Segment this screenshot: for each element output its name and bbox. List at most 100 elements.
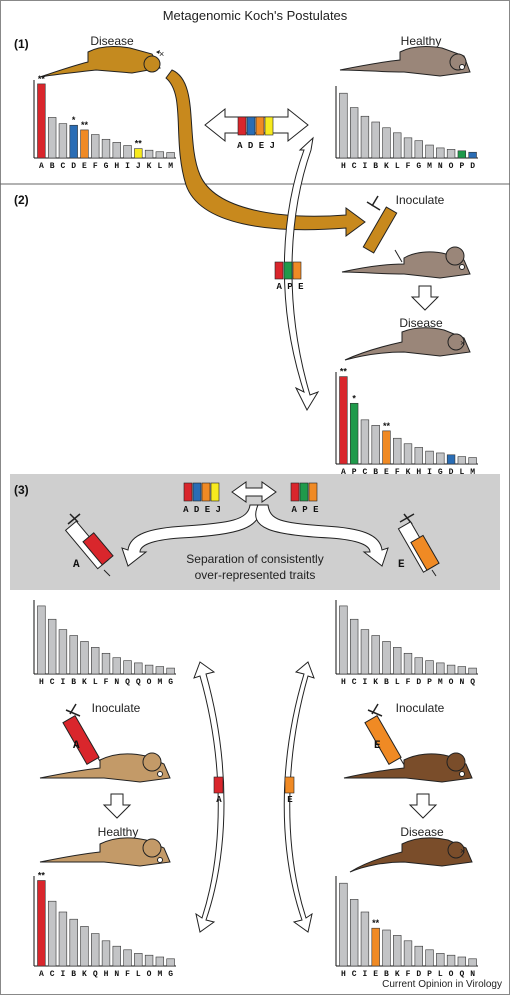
hist-bar: [58, 629, 68, 675]
hist-bar: [123, 949, 132, 967]
hist-bar: [47, 618, 57, 675]
hist-bar: [47, 117, 57, 159]
hist-bar: [425, 660, 434, 675]
hist-bar-label: B: [373, 468, 378, 477]
hist-bar: [69, 635, 78, 675]
hist-bar-label: G: [168, 678, 173, 687]
hist-bar-label: O: [449, 678, 454, 687]
syringe-a-left-label: A: [73, 740, 80, 752]
hist-bar-label: N: [459, 678, 464, 687]
hist-bar-label: F: [125, 970, 130, 979]
hist-bar: [360, 419, 370, 465]
significance-mark: **: [38, 74, 46, 84]
hist-bar-label: A: [39, 162, 44, 171]
syringe-a-left: [62, 703, 105, 769]
hist-bar: [58, 123, 68, 159]
hist-bar: [112, 142, 121, 159]
trait-chip-s2: [274, 261, 302, 280]
hist-bar-label: D: [416, 678, 421, 687]
hist-bar-label: P: [459, 162, 464, 171]
trait-chip-cell: [290, 482, 300, 502]
hist-bar: [155, 956, 165, 967]
hist-bar: [339, 882, 348, 967]
hist-bar: [393, 132, 402, 159]
hist-bar: [80, 641, 89, 675]
hist-bar-label: I: [125, 162, 130, 171]
hist-bar-label: H: [341, 162, 346, 171]
hist-bar: [91, 134, 100, 159]
hist-bar-label: G: [438, 468, 443, 477]
hist-bar-label: N: [470, 970, 475, 979]
hist-bar-label: O: [449, 970, 454, 979]
significance-mark: **: [340, 367, 348, 377]
trait-chip-cell: [237, 116, 247, 136]
hist-bar-label: E: [82, 162, 87, 171]
hist-bar: [166, 152, 175, 159]
significance-mark: **: [135, 139, 143, 149]
hist-bar: [112, 945, 121, 967]
hist-bar: [371, 927, 380, 967]
comparison-arrow-left: [193, 661, 225, 933]
trait-chip-s1: [237, 116, 274, 136]
down-arrow-left: [102, 793, 132, 819]
hist-bar-label: M: [427, 162, 432, 171]
hist-bar-label: C: [50, 970, 55, 979]
chip-a-letter: A: [216, 795, 222, 805]
mouse-inoculated-s2: [341, 246, 471, 279]
s1-disease-caption: Disease: [90, 34, 134, 48]
hist-bar-label: I: [427, 468, 432, 477]
trait-chip-cell: [183, 482, 193, 502]
hist-bar: [403, 443, 413, 465]
trait-chip-cell: [201, 482, 211, 502]
hist-bar: [393, 437, 402, 465]
hist-bar-label: E: [384, 468, 389, 477]
svg-text:×: ×: [460, 846, 465, 856]
separation-note-line1: Separation of consistently: [186, 552, 323, 566]
hist-bar-label: C: [363, 468, 368, 477]
trait-chip-cell: [274, 261, 284, 280]
hist-bar: [360, 911, 370, 967]
hist-bar: [339, 376, 348, 465]
trait-chip-cell: [284, 776, 295, 794]
significance-mark: **: [38, 871, 46, 881]
hist-bar: [144, 149, 154, 159]
hist-bar: [155, 151, 165, 159]
syringe-e-band: [397, 513, 440, 577]
hist-bar-label: K: [384, 162, 389, 171]
hist-bar-label: G: [168, 970, 173, 979]
hist-bar: [112, 657, 121, 675]
hist-bar-label: M: [157, 678, 162, 687]
hist-bar: [371, 425, 380, 465]
hist-bar-label: O: [147, 970, 152, 979]
chip-s1-letters: A D E J: [237, 141, 275, 151]
hist-bar: [80, 129, 89, 159]
hist-bar-label: L: [459, 468, 464, 477]
hist-bar: [69, 918, 78, 967]
hist-bar: [468, 958, 477, 967]
significance-mark: *: [352, 393, 356, 403]
hist-bar-label: B: [71, 678, 76, 687]
hist-bar: [371, 121, 380, 159]
hist-bar-label: M: [470, 468, 475, 477]
hist-bar-label: E: [373, 970, 378, 979]
mouse-healthy-s1: [339, 46, 471, 77]
hist-bar: [47, 900, 57, 967]
svg-text:×: ×: [460, 338, 465, 348]
hist-bar: [166, 667, 175, 675]
comparison-arrow-right: [283, 661, 315, 933]
hist-bar-label: K: [395, 970, 400, 979]
hist-bar: [425, 144, 434, 159]
hist-bar-label: L: [93, 678, 98, 687]
hist-bar-label: F: [406, 970, 411, 979]
s3-right-disease-caption: Disease: [400, 825, 444, 839]
hist-bar-label: I: [363, 162, 368, 171]
hist-bar: [382, 929, 391, 967]
syringe-e-band-label: E: [398, 559, 405, 571]
hist-bar: [339, 605, 348, 675]
hist-bar-label: I: [61, 678, 66, 687]
hist-bar: [123, 145, 132, 159]
hist-bar-label: F: [93, 162, 98, 171]
